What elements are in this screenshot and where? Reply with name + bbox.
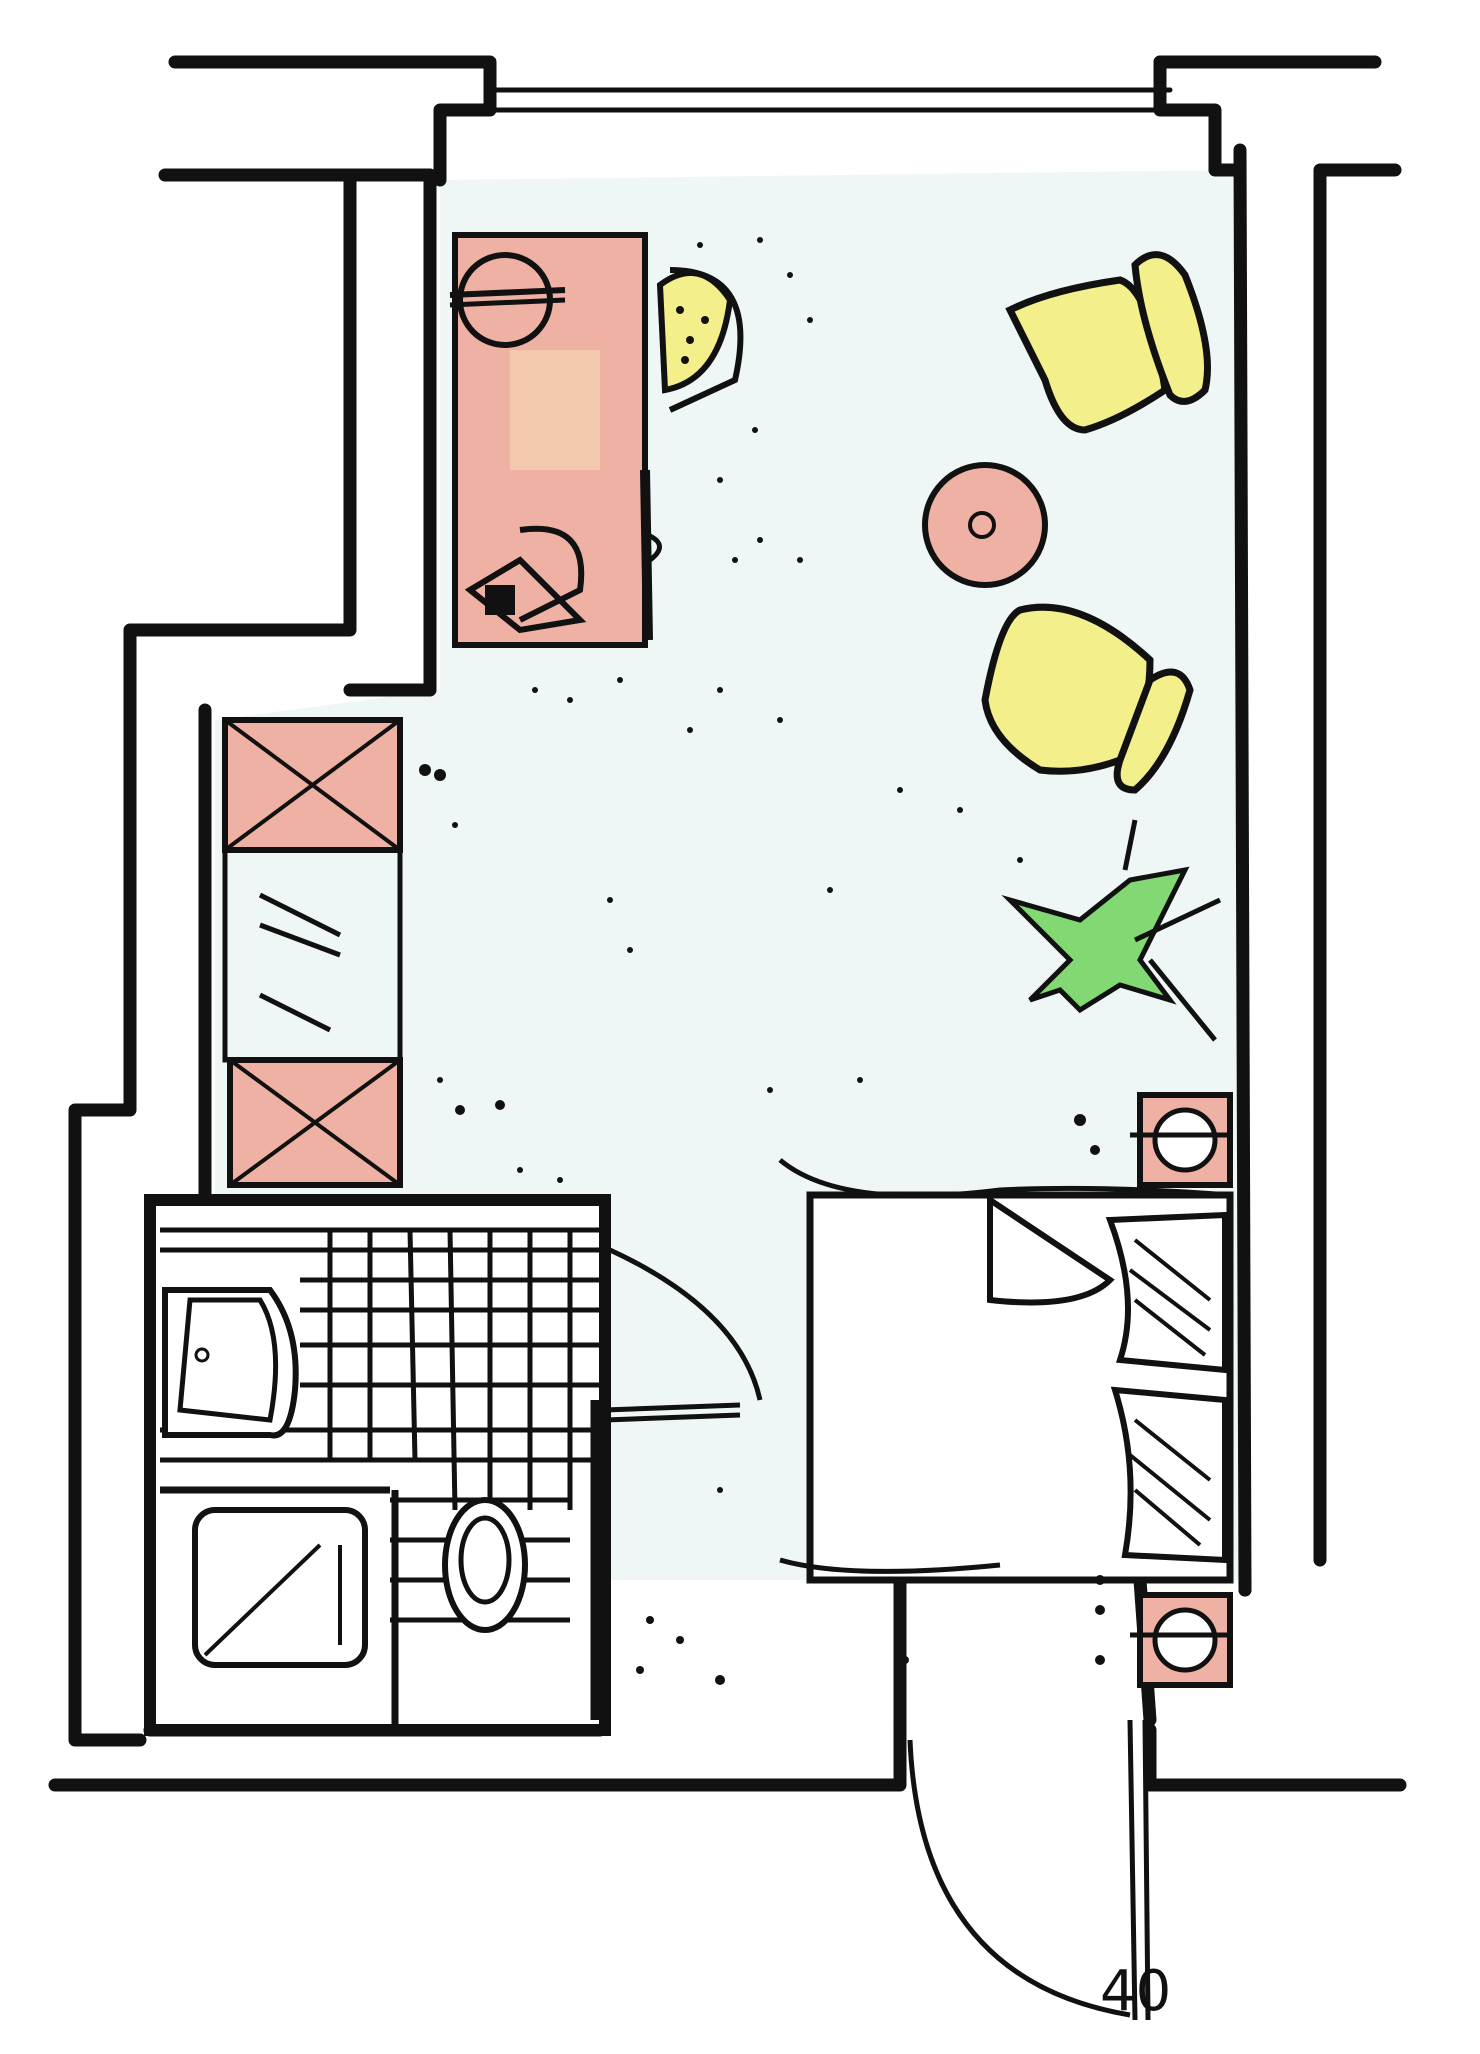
bathroom — [144, 1194, 611, 1736]
nightstand-2 — [1130, 1592, 1233, 1688]
shower — [192, 1507, 368, 1668]
armchair-2 — [981, 603, 1194, 794]
desk-lamp-icon — [449, 252, 566, 348]
dimension-label: 40 — [1100, 1959, 1171, 2024]
bathroom-door — [604, 1247, 763, 1423]
toilet — [442, 1497, 528, 1633]
desk-chair — [656, 267, 744, 413]
wardrobe — [222, 717, 403, 1188]
nightstand-1 — [1130, 1092, 1233, 1188]
desk — [449, 232, 662, 648]
entrance-door — [907, 1719, 1151, 2021]
washbasin — [162, 1287, 299, 1439]
floor-texture — [419, 237, 1105, 1685]
round-side-table — [922, 462, 1048, 588]
desk-lamp-2-icon — [464, 525, 587, 634]
plant — [1001, 819, 1222, 1042]
armchair-1 — [1005, 251, 1211, 434]
double-bed — [778, 1158, 1234, 1584]
